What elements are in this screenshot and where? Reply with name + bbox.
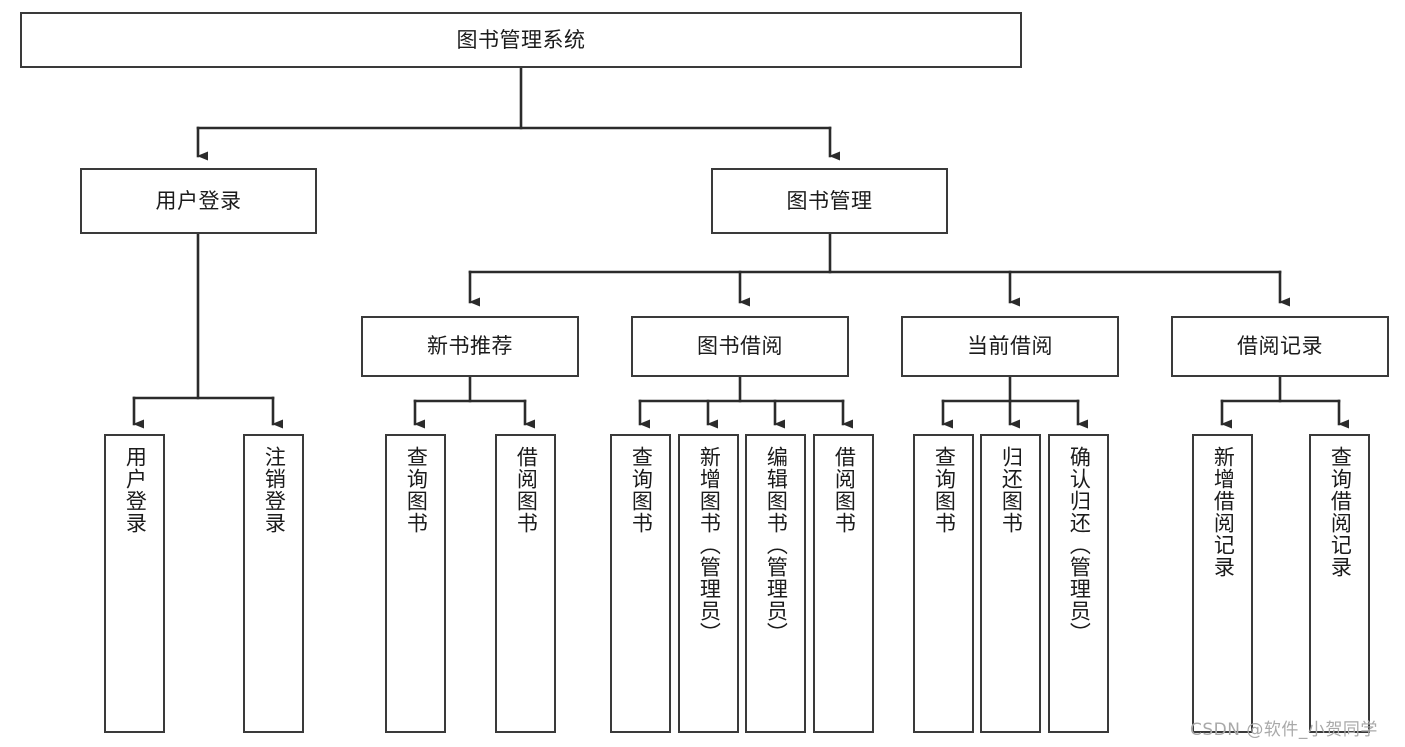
- leaf-borrow-books[interactable]: 借阅图书: [813, 434, 874, 733]
- leaf-label: 查询借阅记录: [1328, 446, 1353, 578]
- leaf-label: 查询图书: [932, 446, 957, 534]
- node-book-borrow[interactable]: 图书借阅: [631, 316, 849, 377]
- leaf-query-borrow-record[interactable]: 查询借阅记录: [1309, 434, 1370, 733]
- leaf-label: 确认归还（管理员）: [1067, 446, 1092, 644]
- leaf-add-borrow-record[interactable]: 新增借阅记录: [1192, 434, 1253, 733]
- node-label: 当前借阅: [967, 334, 1053, 359]
- leaf-query-books-current[interactable]: 查询图书: [913, 434, 974, 733]
- leaf-label: 借阅图书: [514, 446, 539, 534]
- node-book-management[interactable]: 图书管理: [711, 168, 948, 234]
- node-root[interactable]: 图书管理系统: [20, 12, 1022, 68]
- node-label: 图书借阅: [697, 334, 783, 359]
- csdn-watermark: CSDN @软件_小贺同学: [1190, 720, 1378, 740]
- node-root-label: 图书管理系统: [456, 27, 586, 52]
- leaf-user-login[interactable]: 用户登录: [104, 434, 165, 733]
- leaf-add-book-admin[interactable]: 新增图书（管理员）: [678, 434, 739, 733]
- leaf-borrow-books-recommend[interactable]: 借阅图书: [495, 434, 556, 733]
- leaf-label: 查询图书: [404, 446, 429, 534]
- leaf-label: 用户登录: [123, 446, 148, 534]
- node-current-borrow[interactable]: 当前借阅: [901, 316, 1119, 377]
- leaf-query-books-borrow[interactable]: 查询图书: [610, 434, 671, 733]
- leaf-label: 编辑图书（管理员）: [764, 446, 789, 644]
- leaf-label: 新增图书（管理员）: [697, 446, 722, 644]
- node-label: 图书管理: [786, 188, 873, 213]
- node-label: 新书推荐: [427, 334, 513, 359]
- node-label: 用户登录: [155, 188, 242, 213]
- node-label: 借阅记录: [1237, 334, 1323, 359]
- leaf-label: 查询图书: [629, 446, 654, 534]
- leaf-edit-book-admin[interactable]: 编辑图书（管理员）: [745, 434, 806, 733]
- leaf-confirm-return-admin[interactable]: 确认归还（管理员）: [1048, 434, 1109, 733]
- node-borrow-records[interactable]: 借阅记录: [1171, 316, 1389, 377]
- leaf-label: 注销登录: [262, 446, 287, 534]
- node-user-login[interactable]: 用户登录: [80, 168, 317, 234]
- node-new-book-recommend[interactable]: 新书推荐: [361, 316, 579, 377]
- leaf-label: 新增借阅记录: [1211, 446, 1236, 578]
- leaf-label: 借阅图书: [832, 446, 857, 534]
- leaf-label: 归还图书: [999, 446, 1024, 534]
- leaf-logout[interactable]: 注销登录: [243, 434, 304, 733]
- leaf-query-books-recommend[interactable]: 查询图书: [385, 434, 446, 733]
- leaf-return-books[interactable]: 归还图书: [980, 434, 1041, 733]
